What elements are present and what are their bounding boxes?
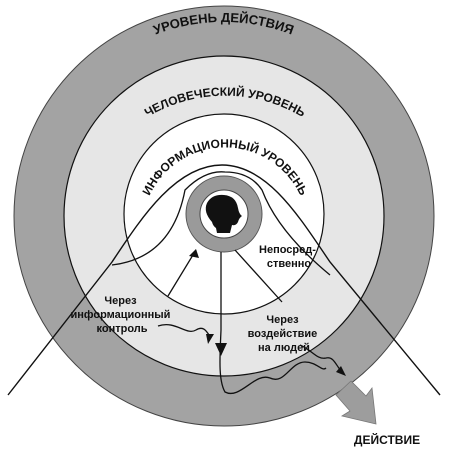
info-control-squiggle-arrowhead — [206, 334, 214, 344]
via-people-arrowhead — [336, 366, 346, 376]
direct-note: Непосред- ственно — [259, 244, 319, 270]
action-arrow-icon — [335, 380, 377, 425]
information-level-boundary-line — [111, 171, 331, 276]
direct-path-arrowhead — [215, 343, 227, 356]
action-outcome-label: ДЕЙСТВИЕ — [354, 432, 420, 447]
via-people-note: Через воздействие на людей — [248, 314, 321, 354]
via-people-squiggle-line — [299, 344, 343, 373]
info-control-note: Через информационный контроль — [70, 295, 173, 335]
info-control-path-line — [167, 249, 197, 297]
direct-path-line — [219, 252, 327, 395]
info-control-arrowhead — [189, 249, 199, 258]
head-silhouette-icon — [205, 194, 242, 233]
info-control-squiggle-line — [157, 324, 212, 339]
via-people-path-line — [234, 249, 283, 303]
human-level-boundary-line — [7, 164, 441, 396]
